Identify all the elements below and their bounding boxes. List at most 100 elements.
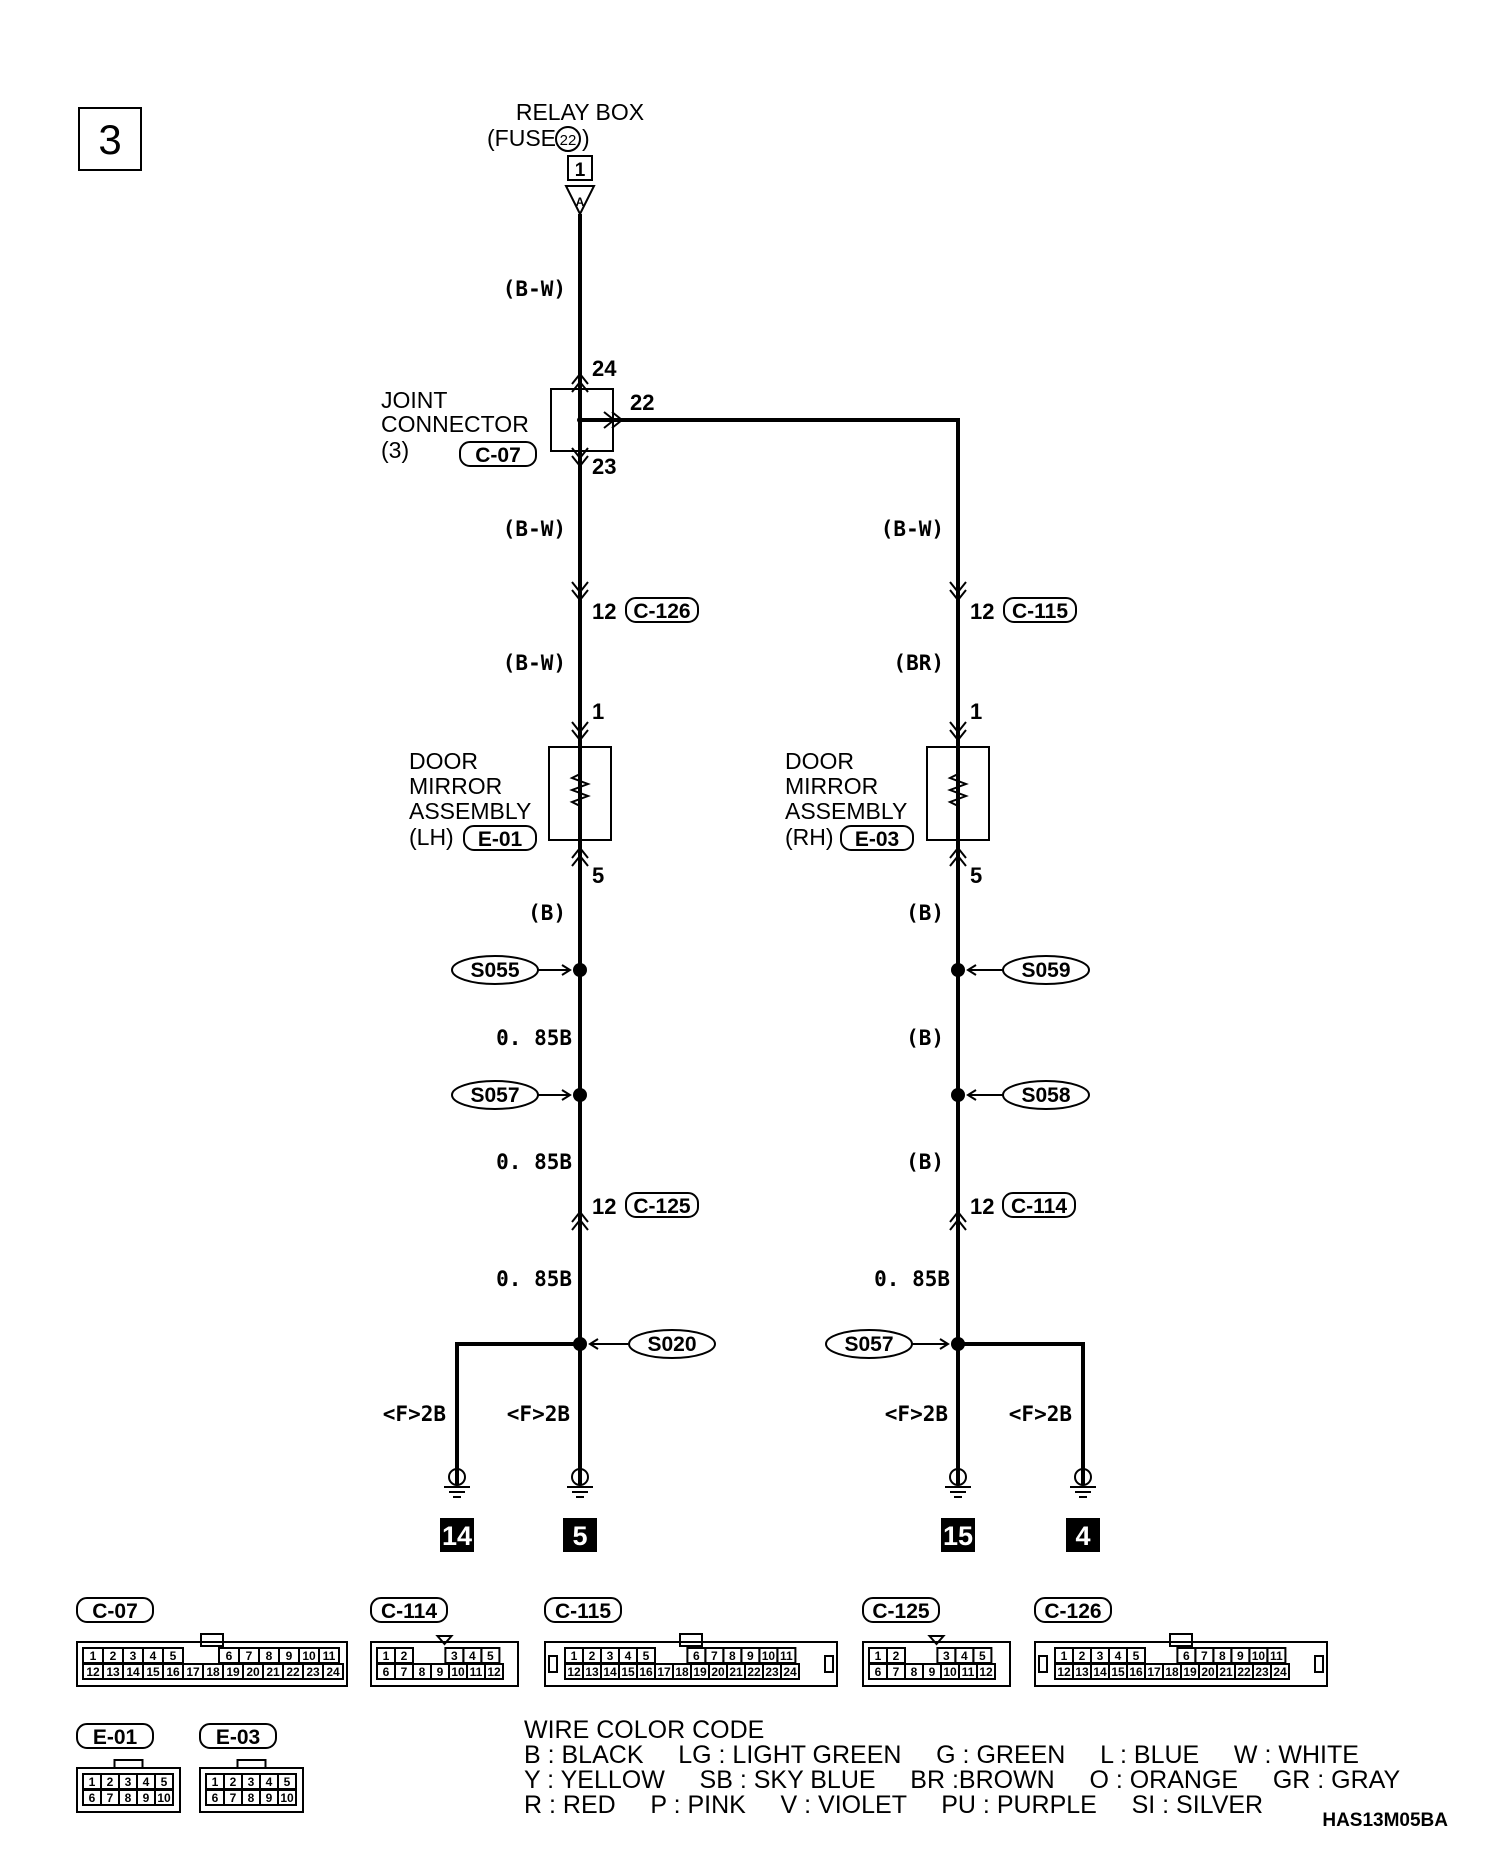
- c114-cavity-9: 9: [437, 1665, 444, 1679]
- mirror-lh-connector: E-01: [478, 828, 523, 851]
- c115-cavity-17: 17: [657, 1665, 671, 1679]
- wire-label-right-6: 0. 85B: [874, 1267, 950, 1291]
- e03-cavity-8: 8: [248, 1791, 255, 1805]
- c115-cavity-6: 6: [693, 1649, 700, 1663]
- c07-label-box: [76, 1597, 154, 1623]
- c126-pin: 12: [592, 599, 616, 624]
- splice-s020-node: [573, 1337, 587, 1351]
- splice-s058-arrow: [966, 1089, 1003, 1101]
- c07-cavity-20: 20: [246, 1665, 260, 1679]
- c114-label: C-114: [381, 1600, 437, 1623]
- c125-cavity-12: 12: [979, 1665, 993, 1679]
- c07-cavity-16: 16: [166, 1665, 180, 1679]
- wire-label-left-1: (B-W): [503, 517, 566, 541]
- c115-body: [544, 1641, 838, 1687]
- wire-label-left-5: 0. 85B: [496, 1150, 572, 1174]
- ground-symbol-15: [945, 1468, 971, 1498]
- c126-cavity-11: 11: [1270, 1649, 1283, 1663]
- c07-cavity-11: 11: [323, 1649, 336, 1663]
- c07-cavity-6: 6: [226, 1649, 233, 1663]
- e03-body: [199, 1767, 304, 1813]
- joint-pin-23-symbol: [571, 447, 589, 468]
- c115-id-box: [1003, 597, 1077, 623]
- c126-cavity-19: 19: [1183, 1665, 1197, 1679]
- e03-cavity-10: 10: [280, 1791, 294, 1805]
- c115-label-box: [544, 1597, 622, 1623]
- c125-id: C-125: [633, 1195, 691, 1218]
- c125-pin-symbol: [571, 1210, 589, 1231]
- splice-s059-arrow: [966, 964, 1003, 976]
- c126-cavity-17: 17: [1147, 1665, 1161, 1679]
- joint-pin-22: 22: [630, 390, 654, 415]
- c126-id: C-126: [633, 600, 690, 623]
- c125-label-box: [862, 1597, 940, 1623]
- splice-s020-ellipse: [628, 1329, 716, 1359]
- joint-connector-id: C-07: [475, 444, 521, 467]
- e03-label-box: [199, 1723, 277, 1749]
- c125-cavity-11: 11: [962, 1665, 975, 1679]
- e03-label: E-03: [216, 1726, 260, 1749]
- e03-cavity-4: 4: [266, 1775, 273, 1789]
- c115-cavity-3: 3: [607, 1649, 614, 1663]
- c07-cavity-2: 2: [110, 1649, 117, 1663]
- mirror-lh-label-2: MIRROR: [409, 773, 502, 799]
- mirror-lh-side: (LH): [409, 824, 454, 850]
- wire-label-right-3: (B): [906, 901, 944, 925]
- c126-id-box: [625, 597, 699, 623]
- ground-4-block: [1066, 1518, 1100, 1552]
- ground-symbol-5: [567, 1468, 593, 1498]
- c114-cavity-6: 6: [383, 1665, 390, 1679]
- fuse-number: 22: [560, 132, 577, 149]
- mirror-rh-pin-top: 1: [970, 699, 982, 724]
- splice-s020-arrow: [588, 1338, 628, 1350]
- c115-cavity-21: 21: [729, 1665, 743, 1679]
- c125-cavity-1: 1: [875, 1649, 882, 1663]
- e01-cavity-3: 3: [125, 1775, 132, 1789]
- mirror-lh-pin1-symbol: [571, 721, 589, 742]
- joint-pin-22-symbol: [603, 411, 624, 429]
- joint-connector-label-1: JOINT: [381, 387, 447, 413]
- relay-box-fuse-close: ): [582, 125, 590, 151]
- c125-cavity-5: 5: [979, 1649, 986, 1663]
- splice-s058: S058: [1021, 1084, 1070, 1107]
- e01-cavity-9: 9: [143, 1791, 150, 1805]
- c115-cavity-20: 20: [711, 1665, 725, 1679]
- c114-id-box: [1002, 1192, 1076, 1218]
- e03-cavity-9: 9: [266, 1791, 273, 1805]
- c125-cavity-3: 3: [943, 1649, 950, 1663]
- mirror-lh-heater-symbol: [569, 768, 591, 812]
- c115-cavity-11: 11: [780, 1649, 793, 1663]
- c114-cavity-3: 3: [451, 1649, 458, 1663]
- wire-label-right-4: (B): [906, 1026, 944, 1050]
- mirror-lh-pin5-symbol: [571, 846, 589, 867]
- c115-cavity-14: 14: [603, 1665, 617, 1679]
- e03-cavity-5: 5: [284, 1775, 291, 1789]
- c115-cavity-18: 18: [675, 1665, 689, 1679]
- c126-cavity-16: 16: [1129, 1665, 1143, 1679]
- c114-pin: 12: [970, 1194, 994, 1219]
- mirror-lh-label-3: ASSEMBLY: [409, 798, 531, 824]
- c126-cavity-22: 22: [1237, 1665, 1251, 1679]
- relay-terminal-box: [567, 155, 593, 181]
- c115-cavity-22: 22: [747, 1665, 761, 1679]
- c114-id: C-114: [1011, 1195, 1067, 1218]
- c115-id: C-115: [1012, 600, 1068, 623]
- c114-pin-symbol: [949, 1210, 967, 1231]
- c07-cavity-9: 9: [286, 1649, 293, 1663]
- wire-color-code-title: WIRE COLOR CODE: [524, 1716, 764, 1744]
- right-main-wire: [580, 418, 960, 1485]
- c114-cavity-11: 11: [470, 1665, 483, 1679]
- mirror-rh-heater-symbol: [947, 768, 969, 812]
- c126-cavity-8: 8: [1219, 1649, 1226, 1663]
- mirror-rh-pin5-symbol: [949, 846, 967, 867]
- c114-cavity-2: 2: [401, 1649, 408, 1663]
- c115-pin-symbol: [949, 581, 967, 602]
- c126-cavity-10: 10: [1252, 1649, 1266, 1663]
- section-number-box: [78, 107, 142, 171]
- c115-cavity-5: 5: [643, 1649, 650, 1663]
